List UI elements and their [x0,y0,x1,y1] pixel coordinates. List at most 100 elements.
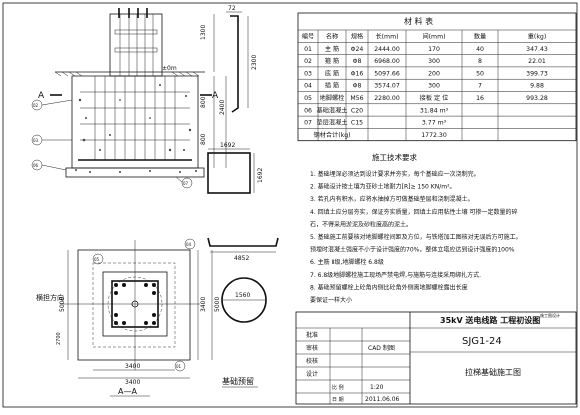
bubble-06: 06 [33,163,39,168]
dim-2700: 2700 [56,332,62,345]
materials-row-4-c4: 接板 定 位 [420,94,449,102]
date-label: 日 期 [332,397,344,403]
materials-row-7-c1: 钢材合计(kg) [313,131,350,139]
materials-row-1-c0: 02 [304,58,312,65]
materials-row-4-c1: 地脚螺栓 [320,94,345,102]
section-mark-left: A [38,91,45,101]
materials-row-0-c5: 40 [476,46,484,53]
section-title: A—A [118,387,137,396]
dim-3400-side: 3400 [200,297,207,312]
note-line-10: 要保证一样大小 [310,296,352,304]
materials-row-2-c3: 5097.66 [374,70,400,77]
materials-header-c0: 编号 [302,33,314,41]
dim-1692-top: 1692 [220,142,235,149]
notes-title: 施工技术要求 [372,152,417,162]
note-line-4: 石，不得采用淤泥及砂粒度高的泥土。 [310,220,412,228]
bubble-03: 03 [33,138,39,143]
materials-row-4-c2: M56 [350,95,363,102]
materials-row-5-c1: 基础混凝土 [317,106,348,114]
dim-4852: 4852 [234,255,249,262]
cushion-layer [65,167,205,178]
materials-row-4-c5: 16 [476,95,484,102]
scale-label: 比 例 [332,384,344,391]
crossarm-direction-label: 横担方向 [36,293,64,302]
dim-800-upper: 800 [200,96,207,108]
role-review: 审核 [306,344,318,352]
drawing-number: SJG1-24 [462,336,502,347]
materials-row-1-c1: 箍 筋 [325,57,339,65]
materials-header-c4: 间(mm) [422,33,445,41]
materials-header-c5: 数量 [474,33,486,41]
project-title: 35kV 送电线路 工程初设图 [440,315,540,325]
scale-value: 1:20 [370,384,384,391]
section-mark-right: A [212,91,219,101]
materials-row-2-c5: 50 [476,70,484,77]
materials-row-2-c4: 200 [428,70,440,77]
materials-row-1-c5: 8 [478,58,482,65]
sheet-border [2,2,578,408]
materials-row-4-c0: 05 [304,95,312,102]
dim-1692-side: 1692 [257,168,264,183]
date-value: 2011.06.06 [365,396,400,403]
note-line-6: 预埋时混凝土强度不小于设计强度的70%，整体立塔应达到设计强度的100% [310,246,515,254]
materials-row-3-c5: 7 [478,83,482,90]
elevation-view: ±0m [31,8,227,189]
materials-row-6-c1: 垫层混凝土 [317,119,348,127]
plan-outer [77,249,191,361]
materials-row-3-c4: 300 [428,83,440,90]
dim-3400-outer: 3400 [125,379,140,386]
materials-row-0-c6: 347.43 [526,46,548,53]
materials-row-0-c0: 01 [304,46,312,53]
materials-header-c1: 名称 [326,33,338,41]
dim-2300: 2300 [251,55,258,70]
materials-row-0-c4: 170 [428,46,440,53]
materials-row-1-c4: 300 [428,58,440,65]
stirrup-detail: 1692 1692 [207,142,264,194]
note-line-9: 8. 基础预留螺栓上砼角内侧比砼角外侧离地脚螺栓露出长度 [310,283,468,291]
cad-label: CAD 制图 [368,344,395,352]
materials-row-6-c4: 3.77 m³ [422,120,447,127]
title-block: 35kV 送电线路 工程初设图 施工图设计 SJG1-24 拉梯基础施工图 批准… [295,311,577,405]
materials-row-6-c2: C15 [351,120,363,127]
ground-level-label: ±0m [162,65,177,72]
note-line-5: 5. 基础施工前要核对地脚螺栓间距及方位，与铁塔加工图核对无误后方可施工。 [310,233,522,241]
materials-row-2-c0: 03 [304,70,312,77]
note-line-3: 4. 回填土应分层夯实，保证夯实质量，回填土应用粘性土壤 可掺一定数量的碎 [310,208,518,216]
column-outline [109,13,163,77]
note-line-2: 3. 若孔内有积水，应将水抽掉方可做基础垫层和浇制混凝土。 [310,195,474,203]
ring-detail: 1560 [221,277,267,323]
materials-row-2-c2: Φ16 [351,70,364,77]
materials-row-3-c1: 插 筋 [325,82,339,90]
role-design: 设计 [306,370,318,378]
dim-72: 72 [228,5,236,12]
materials-row-7-c4: 1772.30 [421,132,447,139]
materials-row-3-c0: 04 [304,83,312,90]
materials-header-c6: 重(kg) [528,33,547,41]
materials-row-4-c3: 2280.00 [374,95,400,102]
dim-1300: 1300 [200,25,207,40]
dim-3400-inner: 3400 [125,363,140,370]
materials-row-3-c3: 3574.07 [374,83,400,90]
note-line-8: 7. 6.8级地脚螺栓施工现场严禁电焊,与施筋与连接采用绑扎方式. [310,271,481,279]
bubble-07: 07 [183,181,189,186]
bubble-02: 02 [33,103,39,108]
bubble-05: 05 [94,257,100,262]
project-subtitle: 施工图设计 [540,312,560,318]
materials-row-4-c6: 993.28 [526,95,548,102]
materials-table-title: 材 料 表 [404,16,433,26]
bottom-bar-detail: 4852 [207,237,279,262]
dim-5000-right: 5000 [214,297,221,312]
materials-row-0-c3: 2444.00 [374,46,400,53]
materials-row-0-c1: 主 筋 [325,45,339,53]
rebar-detail-hook: 72 2300 [226,5,258,113]
bubble-01: 01 [176,364,182,369]
materials-row-2-c6: 399.73 [526,70,548,77]
materials-row-1-c3: 6968.00 [374,58,400,65]
dim-800-lower: 800 [200,133,207,145]
dim-1560: 1560 [235,292,250,299]
materials-row-5-c0: 06 [304,107,312,114]
